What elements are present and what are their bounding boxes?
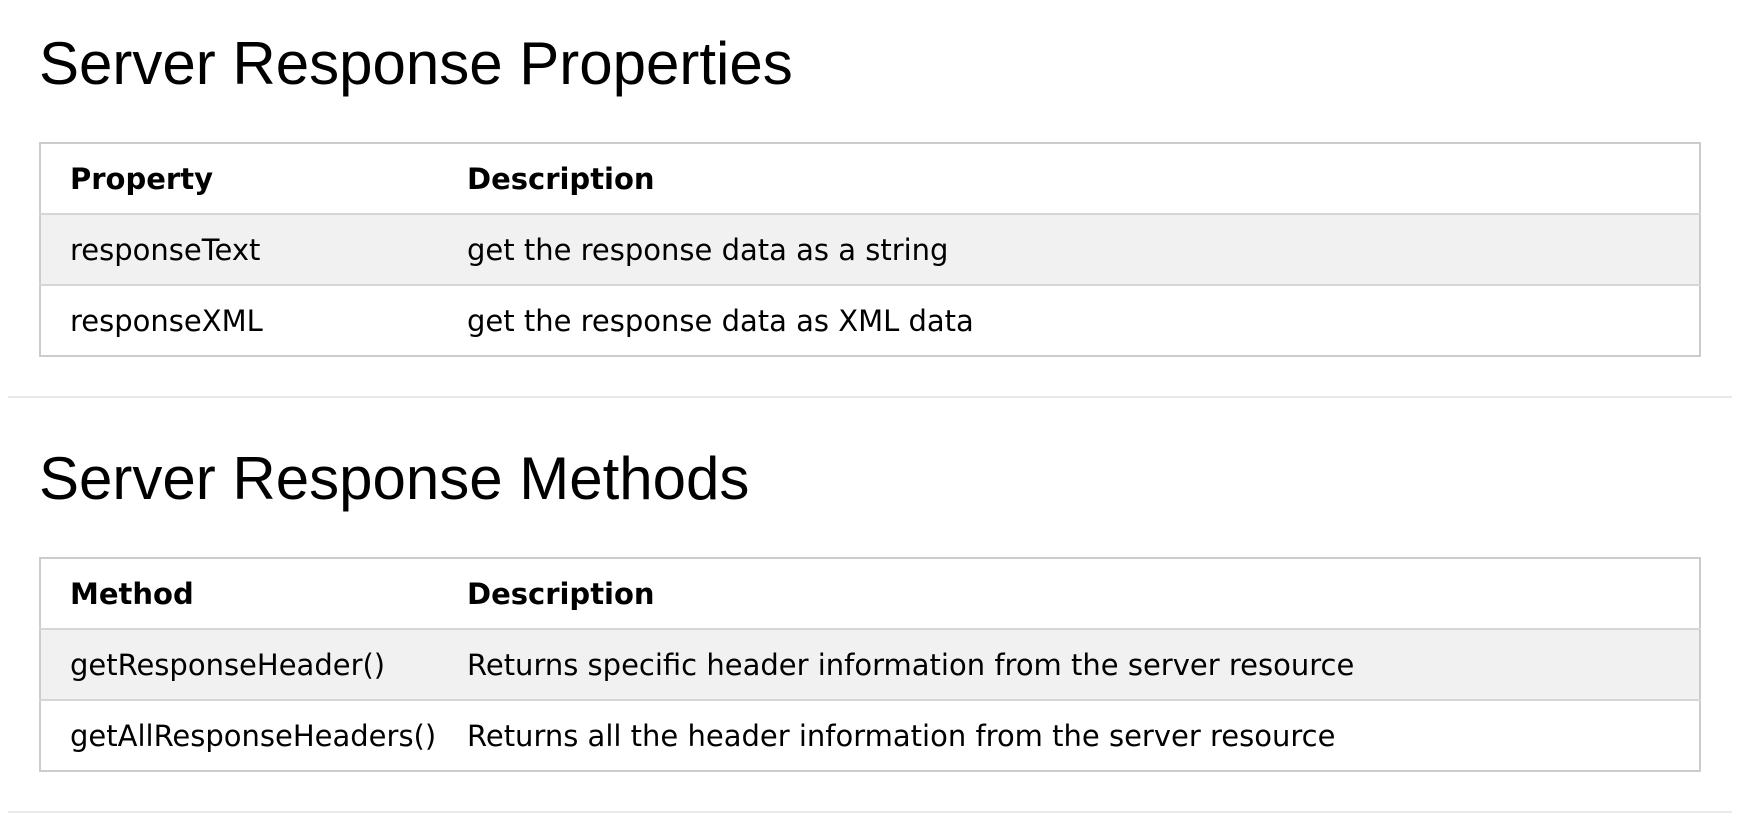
column-header-method: Method (70, 576, 194, 611)
properties-table: Property Description responseText get th… (39, 142, 1701, 357)
property-name-cell: responseText (40, 213, 438, 285)
method-description-cell: Returns specific header information from… (438, 628, 1700, 700)
table-header-row: Property Description (40, 143, 1700, 214)
property-name-cell: responseXML (40, 284, 438, 356)
section-divider (8, 811, 1732, 813)
table-row: getAllResponseHeaders() Returns all the … (40, 699, 1700, 771)
table-header-row: Method Description (40, 558, 1700, 629)
table-row: responseText get the response data as a … (40, 213, 1700, 285)
column-header-description: Description (467, 576, 655, 611)
section-divider (8, 396, 1732, 398)
section-title: Server Response Properties (39, 30, 793, 97)
method-name-cell: getAllResponseHeaders() (40, 699, 438, 771)
property-description-cell: get the response data as XML data (438, 284, 1700, 356)
table-row: responseXML get the response data as XML… (40, 284, 1700, 356)
column-header-description: Description (467, 161, 655, 196)
methods-table: Method Description getResponseHeader() R… (39, 557, 1701, 772)
section-title: Server Response Methods (39, 445, 750, 512)
column-header-property: Property (70, 161, 213, 196)
method-name-cell: getResponseHeader() (40, 628, 438, 700)
method-description-cell: Returns all the header information from … (438, 699, 1700, 771)
table-row: getResponseHeader() Returns specific hea… (40, 628, 1700, 700)
property-description-cell: get the response data as a string (438, 213, 1700, 285)
